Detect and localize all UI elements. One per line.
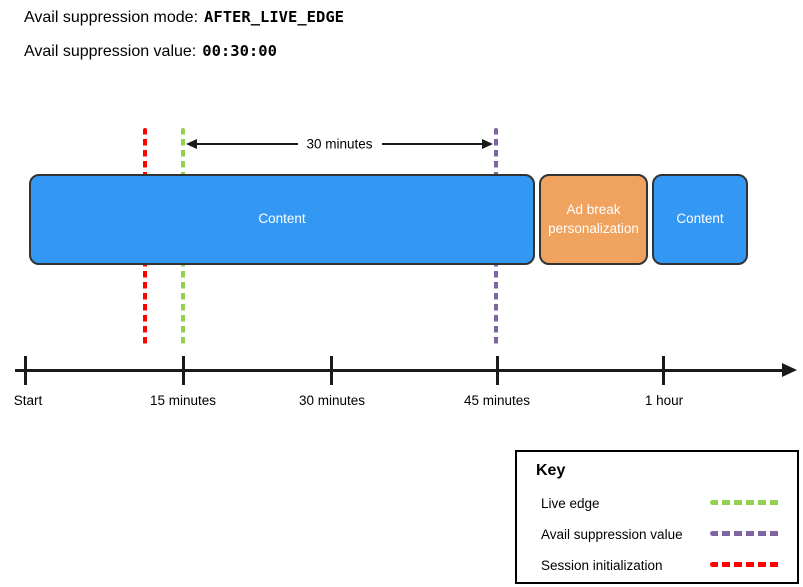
thirty-minute-span-arrow: 30 minutes [186, 136, 493, 152]
avail-suppression-value-line: Avail suppression value: 00:30:00 [24, 42, 277, 61]
timeline-arrowhead-icon [782, 363, 797, 377]
tick-label-15-minutes: 15 minutes [149, 393, 217, 408]
ad-break-block-label: Ad break personalization [548, 202, 639, 236]
key-title: Key [536, 462, 566, 479]
content-block-2: Content [652, 174, 748, 265]
mode-value: AFTER_LIVE_EDGE [204, 8, 345, 26]
avail-suppression-dash-swatch-icon [710, 531, 780, 536]
avail-suppression-mode-line: Avail suppression mode: AFTER_LIVE_EDGE [24, 8, 344, 27]
mode-label: Avail suppression mode: [24, 9, 199, 26]
tick-label-30-minutes: 30 minutes [298, 393, 366, 408]
key-label-session-initialization: Session initialization [541, 558, 663, 573]
key-label-avail-suppression: Avail suppression value [541, 527, 683, 542]
content-block-1-label: Content [258, 211, 306, 227]
session-initialization-dash-swatch-icon [710, 562, 780, 567]
arrow-left-head-icon [186, 139, 197, 149]
key-box: Key Live edge Avail suppression value Se… [515, 450, 799, 584]
key-label-live-edge: Live edge [541, 496, 600, 511]
value-label: Avail suppression value: [24, 43, 197, 60]
arrow-right-head-icon [482, 139, 493, 149]
tick-label-1-hour: 1 hour [644, 393, 684, 408]
timeline-axis [15, 369, 786, 372]
key-row-avail-suppression: Avail suppression value [541, 526, 785, 542]
content-block-1: Content [29, 174, 535, 265]
content-block-2-label: Content [676, 211, 724, 227]
tick-label-45-minutes: 45 minutes [463, 393, 531, 408]
arrow-label: 30 minutes [297, 136, 382, 152]
ad-break-personalization-block: Ad break personalization [539, 174, 648, 265]
tick-label-start: Start [13, 393, 43, 408]
key-row-session-initialization: Session initialization [541, 557, 785, 573]
key-row-live-edge: Live edge [541, 495, 785, 511]
live-edge-dash-swatch-icon [710, 500, 780, 505]
value-value: 00:30:00 [202, 42, 277, 60]
